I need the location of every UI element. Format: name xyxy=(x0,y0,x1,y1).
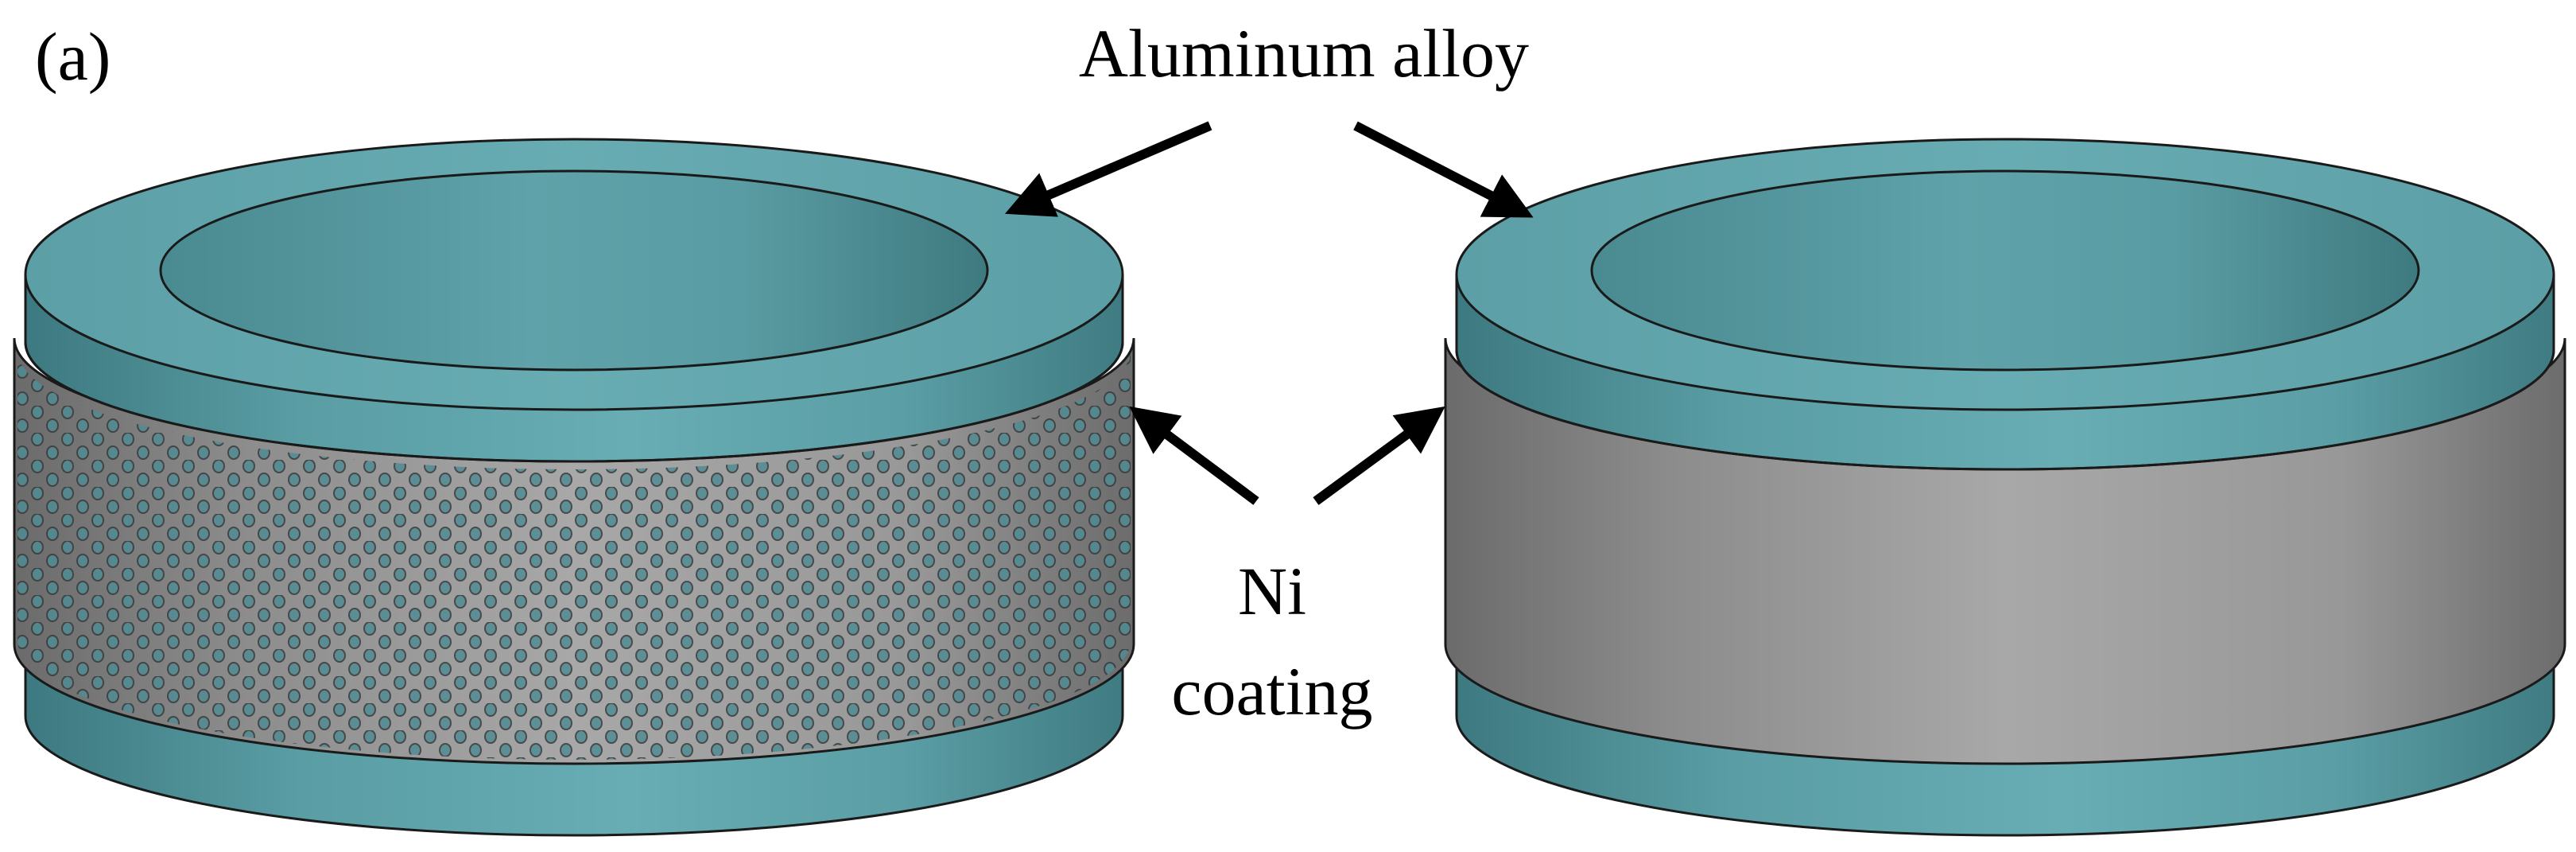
coating-label: coating xyxy=(1171,653,1373,729)
perforated-ni-coated-ring xyxy=(13,138,1135,837)
arrow-ni-left xyxy=(1129,406,1259,505)
aluminum-alloy-label: Aluminum alloy xyxy=(1078,15,1530,91)
ni-label: Ni xyxy=(1238,553,1306,629)
annotation-arrows xyxy=(1004,121,1534,505)
left-ni-perforation-pattern xyxy=(17,350,1131,760)
arrow-aluminum-left xyxy=(1004,121,1212,217)
solid-ni-coated-ring xyxy=(1444,138,2566,837)
right-inner-bore xyxy=(1590,169,2420,372)
panel-label: (a) xyxy=(35,18,111,95)
right-band-edge-line xyxy=(1455,349,2555,471)
left-inner-bore xyxy=(159,169,989,372)
arrow-ni-right xyxy=(1313,406,1445,505)
left-band-edge-line xyxy=(24,341,1124,463)
arrow-aluminum-right xyxy=(1353,121,1534,218)
